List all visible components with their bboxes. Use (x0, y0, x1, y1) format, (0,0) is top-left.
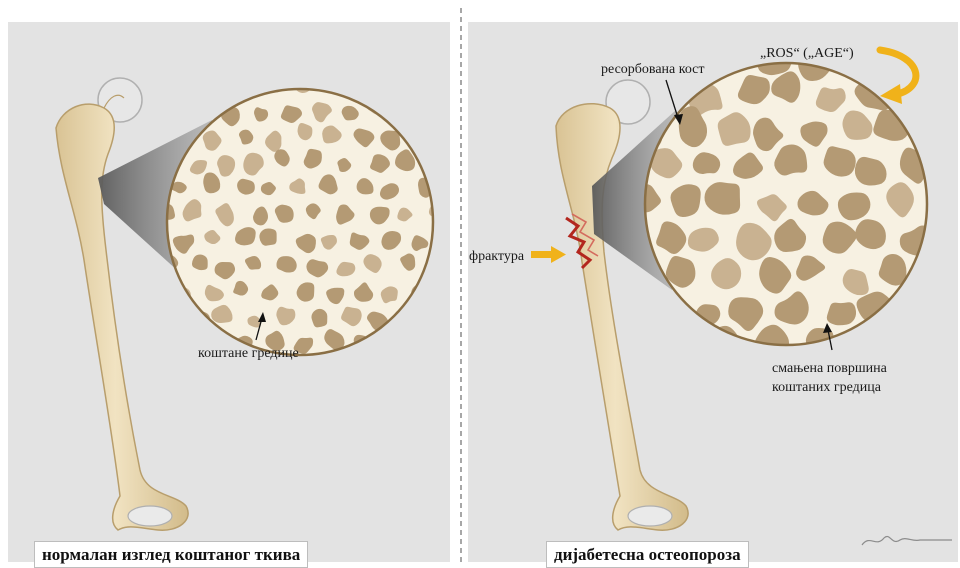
resorbed-bone-label: ресорбована кост (601, 62, 705, 77)
reduced-surface-label-line2: коштаних гредица (772, 380, 882, 395)
ros-age-label: „ROS“ („AGE“) (760, 46, 854, 61)
trabeculae-label: коштане гредице (198, 346, 299, 361)
reduced-surface-label-line1: смањена површина (772, 361, 888, 376)
bone-pore (827, 302, 856, 325)
fracture-arrow-shaft (531, 251, 551, 258)
fracture-label: фрактура (469, 249, 525, 264)
right-caption: дијабетесна остеопороза (546, 541, 749, 568)
left-caption: нормалан изглед коштаног ткива (34, 541, 308, 568)
bone-pore (311, 309, 327, 328)
bone-pore (259, 229, 276, 246)
